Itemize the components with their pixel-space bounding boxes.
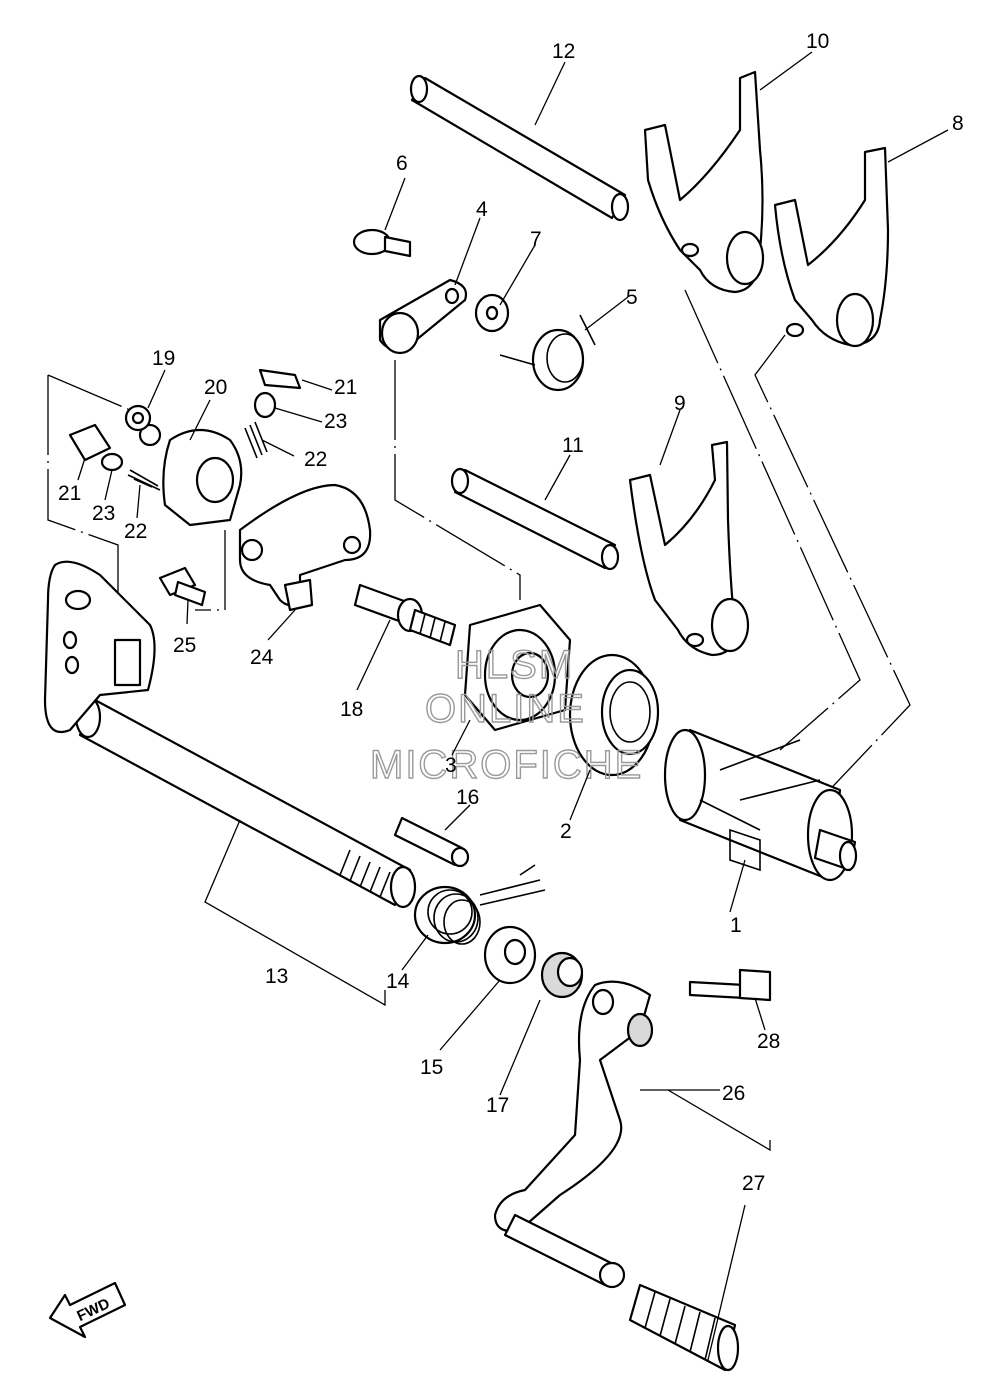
callout-20: 20 [204,376,227,399]
callout-11: 11 [562,434,584,457]
callout-18: 18 [340,698,363,721]
watermark-line-2: ONLINE [425,687,586,731]
shift-fork-10 [643,70,765,294]
shift-drum [663,728,858,882]
callout-27: 27 [742,1172,765,1195]
shift-fork-9 [628,440,750,657]
callout-26: 26 [722,1082,745,1105]
guide-bar-long [409,74,630,222]
callout-19: 19 [152,347,175,370]
callout-12: 12 [552,40,575,63]
callout-16: 16 [456,786,479,809]
callout-labels: 1 2 3 4 5 6 7 8 9 10 11 12 13 14 15 16 1… [58,30,964,1195]
leader-lines [77,51,949,1361]
shift-fork-8 [773,146,890,348]
callout-22-left: 22 [124,520,147,543]
shift-arm [378,278,468,355]
callout-17: 17 [486,1094,509,1117]
callout-15: 15 [420,1056,443,1079]
callout-5: 5 [626,286,638,309]
pin [393,816,470,868]
callout-7: 7 [530,228,542,251]
callout-14: 14 [386,970,410,993]
stopper-body [124,404,243,527]
segment-bolt [353,583,457,647]
callout-2: 2 [560,820,572,843]
callout-23-right: 23 [324,410,347,433]
arm-spring [499,314,596,392]
washer [483,925,537,985]
pedal-rubber [628,1283,740,1372]
watermark: HLSM ONLINE MICROFICHE [369,642,643,787]
callout-23-left: 23 [92,502,115,525]
callout-1: 1 [730,914,742,937]
bearing [568,653,660,777]
callout-10: 10 [806,30,829,53]
callout-22-right: 22 [304,448,327,471]
shift-pedal [493,980,654,1289]
callout-21-left: 21 [58,482,81,505]
callout-13: 13 [265,965,288,988]
callout-28: 28 [757,1030,780,1053]
callout-8: 8 [952,112,964,135]
callout-24: 24 [250,646,274,669]
stopper-lever [238,483,372,612]
callout-3: 3 [445,754,457,777]
shift-shaft-spring [413,864,546,945]
stopper-bolt [158,566,207,607]
detent-parts [68,368,302,491]
fwd-arrow: FWD [48,1281,127,1339]
arm-bolt [352,228,412,258]
callout-21-top: 21 [334,376,357,399]
callout-6: 6 [396,152,408,175]
pedal-bolt [688,968,772,1002]
callout-4: 4 [476,198,488,221]
watermark-line-1: HLSM [455,643,574,687]
guide-bar-short [450,467,620,571]
watermark-line-3: MICROFICHE [370,743,643,787]
shift-lever-plate [43,560,156,733]
oil-seal [540,951,584,999]
shift-shaft [74,695,417,909]
shift-drum-segment [463,603,572,732]
callout-9: 9 [674,392,686,415]
callout-25: 25 [173,634,196,657]
assembly-guide-lines [47,289,911,801]
